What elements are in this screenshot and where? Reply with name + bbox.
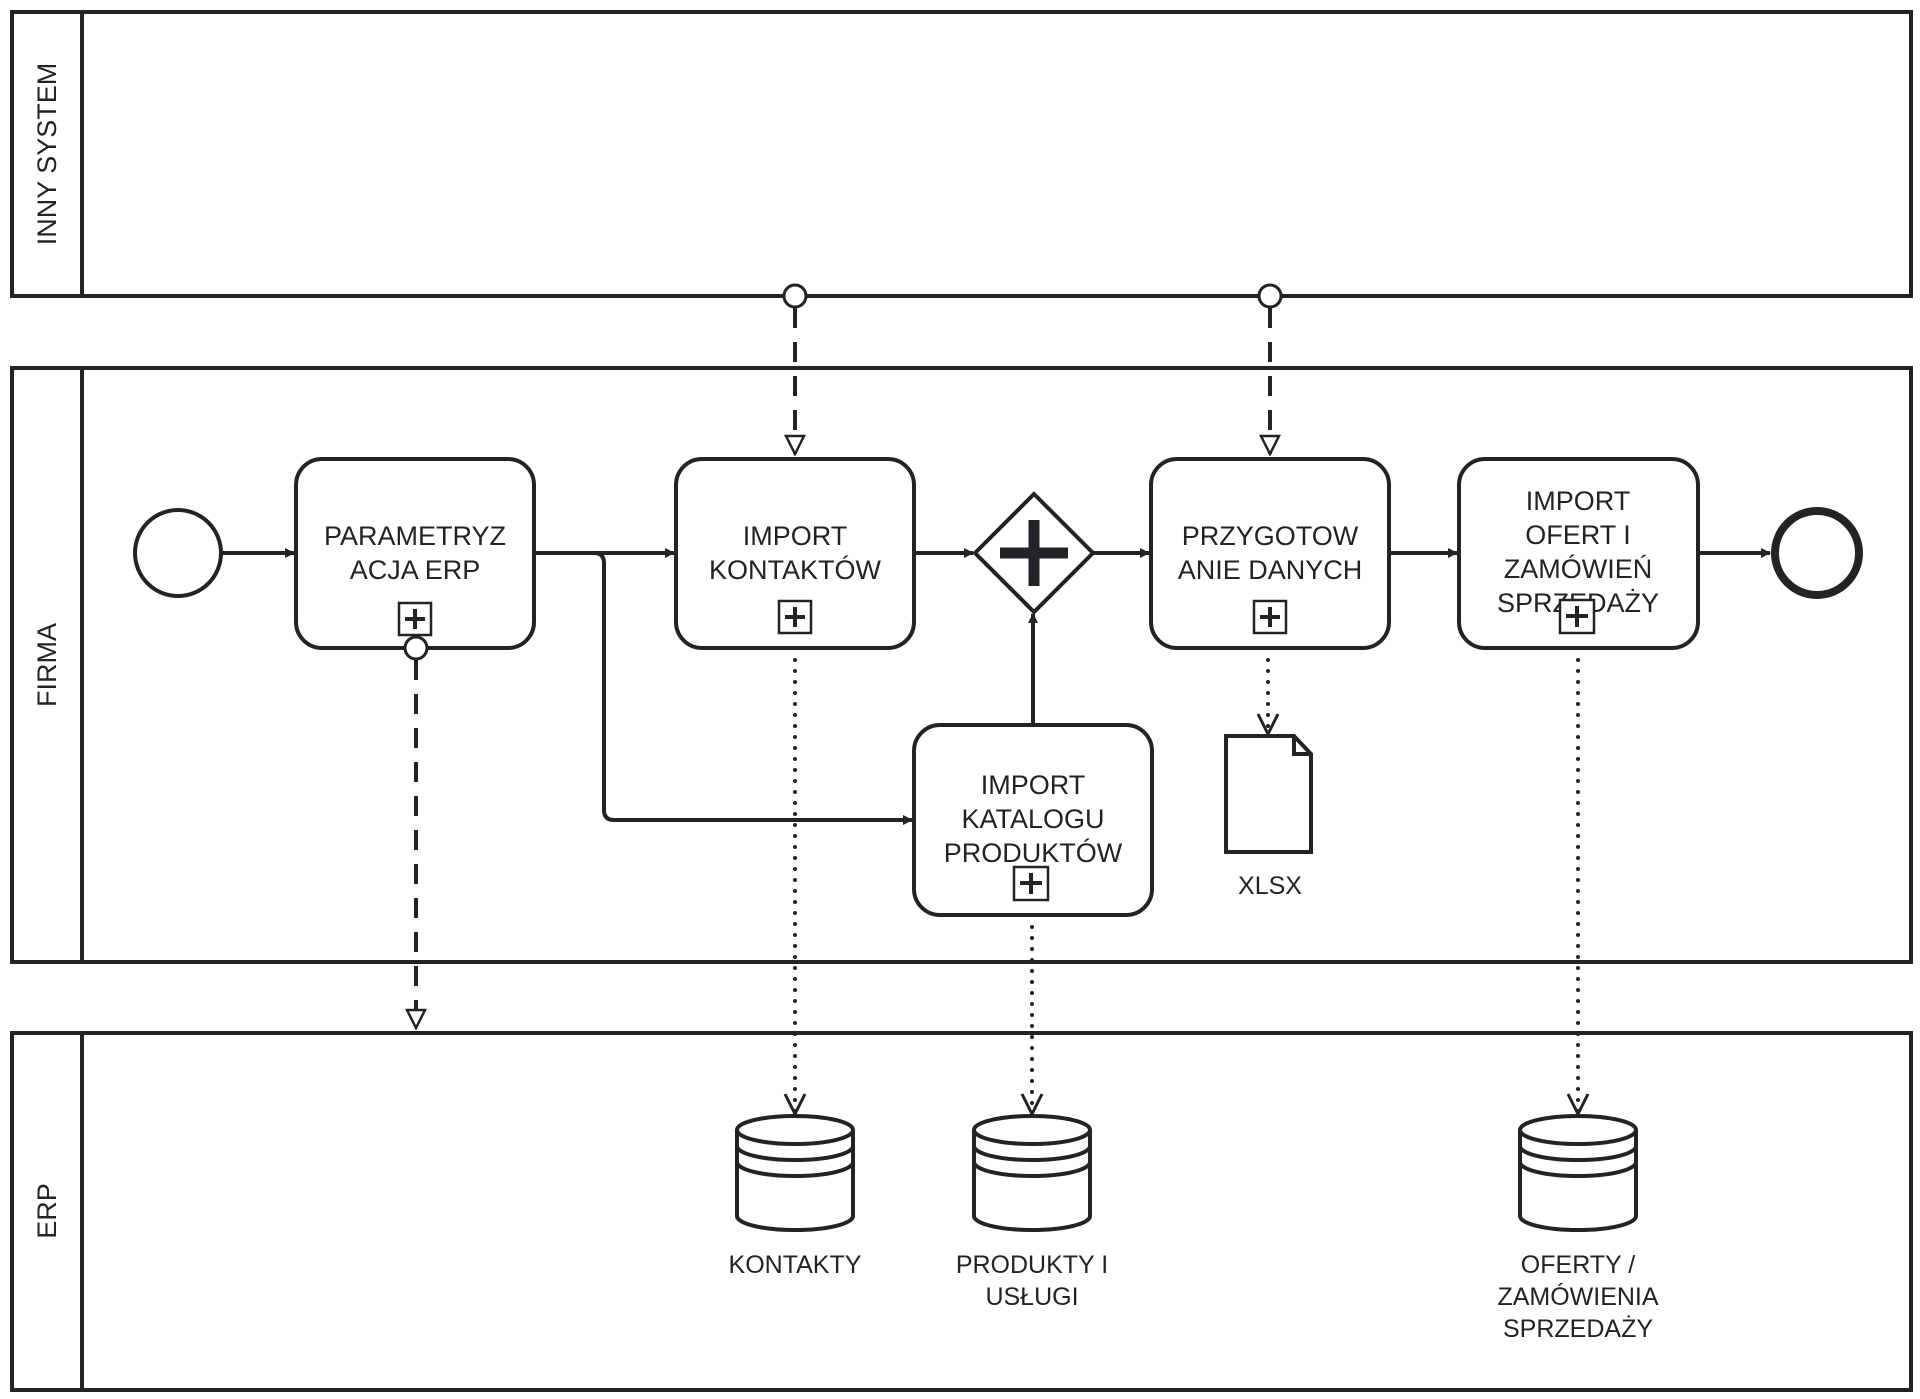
database-icon [1518, 1114, 1638, 1232]
task-box [912, 723, 1154, 917]
task-box [674, 457, 916, 650]
message-flow-start-circle [782, 283, 808, 309]
message-flow-start-circle [1257, 283, 1283, 309]
subprocess-plus-icon[interactable] [1012, 865, 1050, 902]
start-event[interactable] [133, 508, 223, 598]
task-label-line: PRZYGOTOW [1182, 521, 1359, 551]
task-label-line: ZAMÓWIEŃ [1504, 553, 1653, 584]
task-box [1149, 457, 1391, 650]
task-label-line: OFERT I [1525, 520, 1631, 550]
task-przygotowanie-danych[interactable]: PRZYGOTOW ANIE DANYCH [1149, 457, 1391, 650]
task-import-katalogu-produktow[interactable]: IMPORT KATALOGU PRODUKTÓW [912, 723, 1154, 917]
message-flows [416, 283, 1283, 1028]
data-store-label: KONTAKTY [729, 1251, 862, 1279]
task-import-ofert-zamowien[interactable]: IMPORT OFERT I ZAMÓWIEŃ SPRZEDAŻY [1457, 457, 1700, 650]
subprocess-plus-icon[interactable] [777, 599, 813, 635]
message-flow-start-circle [403, 635, 429, 661]
data-store-oferty-zamowienia[interactable]: OFERTY / ZAMÓWIENIA SPRZEDAŻY [1497, 1114, 1659, 1343]
task-label-line: IMPORT [1526, 486, 1631, 516]
task-label-line: KATALOGU [961, 804, 1104, 834]
task-label-line: PRODUKTÓW [944, 837, 1123, 868]
data-store-produkty-uslugi[interactable]: PRODUKTY I USŁUGI [956, 1114, 1108, 1311]
data-store-label: PRODUKTY I [956, 1251, 1108, 1279]
task-label-line: IMPORT [743, 521, 848, 551]
task-label-line: ANIE DANYCH [1178, 555, 1363, 585]
document-icon [1224, 734, 1313, 854]
task-box [1457, 457, 1700, 650]
pool-label: INNY SYSTEM [32, 63, 62, 246]
data-store-label: ZAMÓWIENIA [1497, 1282, 1658, 1311]
data-store-label: SPRZEDAŻY [1503, 1314, 1653, 1343]
task-label-line: ACJA ERP [350, 555, 481, 585]
subprocess-plus-icon[interactable] [1558, 598, 1596, 635]
plus-icon [1000, 520, 1068, 586]
pool-frame [10, 10, 1913, 298]
data-object-label: XLSX [1238, 872, 1302, 900]
pool-inny-system[interactable]: INNY SYSTEM [10, 10, 1913, 298]
data-store-label: OFERTY / [1521, 1251, 1635, 1279]
data-store-kontakty[interactable]: KONTAKTY [729, 1114, 862, 1279]
subprocess-plus-icon[interactable] [1252, 599, 1288, 635]
pool-label: ERP [32, 1183, 62, 1239]
task-import-kontaktow[interactable]: IMPORT KONTAKTÓW [674, 457, 916, 650]
database-icon [972, 1114, 1092, 1232]
database-icon [735, 1114, 855, 1232]
task-label-line: PARAMETRYZ [324, 521, 506, 551]
data-object-xlsx[interactable]: XLSX [1224, 734, 1313, 900]
sequence-flows [221, 548, 1771, 825]
document-fold [1292, 736, 1311, 756]
data-store-label: USŁUGI [985, 1283, 1078, 1311]
sequence-flow-t1-to-t5[interactable] [593, 551, 913, 825]
task-parametryzacja-erp[interactable]: PARAMETRYZ ACJA ERP [294, 457, 536, 661]
data-associations [795, 658, 1578, 1116]
pool-label: FIRMA [32, 623, 62, 707]
end-event[interactable] [1771, 507, 1863, 599]
task-label-line: IMPORT [981, 770, 1086, 800]
task-label-line: KONTAKTÓW [709, 554, 882, 585]
parallel-gateway[interactable] [972, 491, 1096, 615]
subprocess-plus-icon[interactable] [397, 601, 433, 637]
